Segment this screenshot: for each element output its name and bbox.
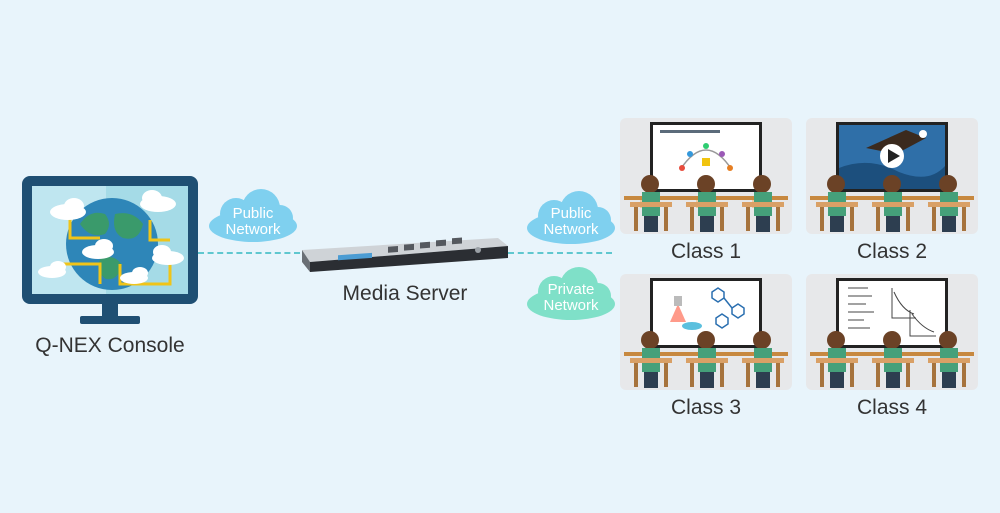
classroom-2 xyxy=(806,118,978,234)
students-group xyxy=(630,331,784,388)
public-network-cloud-left: Public Network xyxy=(206,188,300,244)
cloud-label-line2: Network xyxy=(543,221,599,238)
cloud-label-line1: Public xyxy=(232,205,274,222)
public-network-cloud-right: Public Network xyxy=(524,190,618,246)
monitor-icon xyxy=(22,176,198,324)
connector-server-classes xyxy=(508,252,612,254)
cloud-icon xyxy=(209,189,297,242)
console-label: Q-NEX Console xyxy=(35,334,185,357)
eagle-image xyxy=(866,130,926,154)
students-group xyxy=(816,331,970,388)
cloud-label-line2: Network xyxy=(543,297,599,314)
class-4-label: Class 4 xyxy=(856,396,928,419)
chemistry-diagram-icon xyxy=(670,287,745,330)
classroom-4 xyxy=(806,274,978,390)
media-server xyxy=(298,236,510,276)
students-group xyxy=(630,175,784,232)
class-2-label: Class 2 xyxy=(856,240,928,263)
cloud-label-line1: Public xyxy=(550,205,592,222)
classroom-3 xyxy=(620,274,792,390)
class-3-label: Class 3 xyxy=(670,396,742,419)
cloud-icon xyxy=(527,267,615,320)
slide-diagram-icon xyxy=(660,130,733,171)
cloud-label-line1: Private xyxy=(547,281,595,298)
media-server-label: Media Server xyxy=(342,282,468,305)
server-icon xyxy=(302,237,508,272)
console-monitor xyxy=(20,174,200,326)
connector-console-server xyxy=(198,252,300,254)
private-network-cloud: Private Network xyxy=(524,266,618,322)
whiteboard-equations-icon xyxy=(848,287,936,337)
cloud-icon xyxy=(527,191,615,244)
classroom-1 xyxy=(620,118,792,234)
students-group xyxy=(816,175,970,232)
cloud-label-line2: Network xyxy=(225,221,281,238)
class-1-label: Class 1 xyxy=(670,240,742,263)
